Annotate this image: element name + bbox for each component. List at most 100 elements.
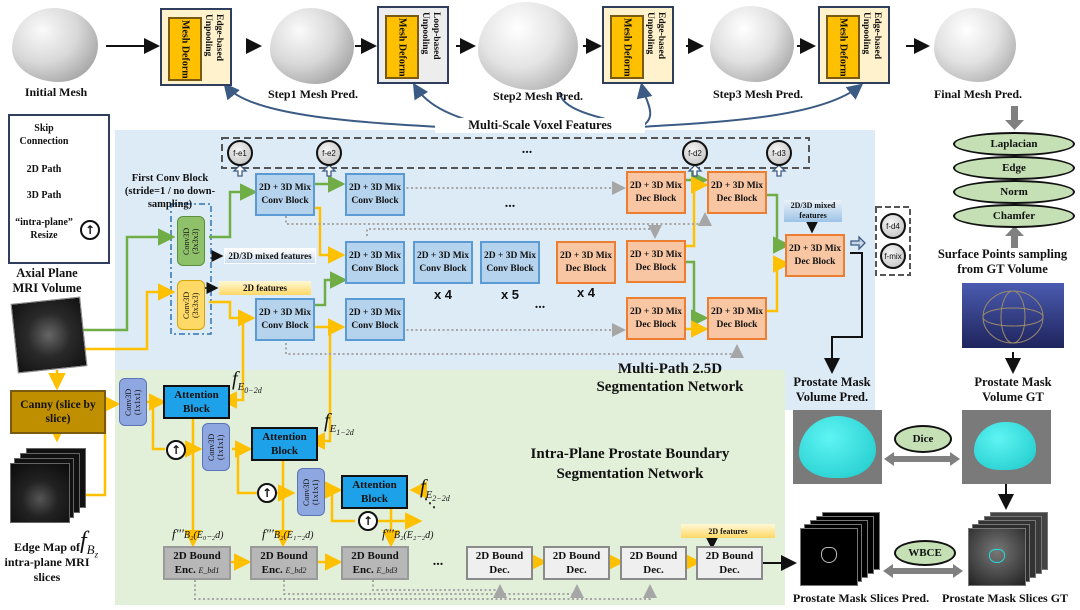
mix-dec-block: 2D + 3D Mix Dec Block	[626, 240, 686, 283]
unpooling-label: Edge-based Unpooling	[645, 12, 666, 59]
bound-feature-label: f″′B₂(E₀₋₂d)	[172, 526, 224, 541]
mix-dec-block: 2D + 3D Mix Dec Block	[626, 297, 686, 340]
mesh-deform: Mesh Deform	[826, 15, 860, 79]
resize-icon: ↑	[166, 440, 186, 460]
axial-mri-label: Axial Plane MRI Volume	[12, 266, 82, 295]
encoder-feature-label: fE2−2d	[420, 476, 450, 504]
surface-to-chamfer-arrow	[1005, 226, 1024, 248]
mix-conv-block: 2D + 3D Mix Conv Block	[345, 298, 405, 341]
bound-encoder-block: 2D Bound Enc. E_bd3	[341, 546, 409, 580]
feature-node-f-mix: f-mix	[880, 243, 906, 269]
step2-mesh-label: Step2 Mesh Pred.	[492, 89, 584, 103]
mesh-deform: Mesh Deform	[610, 15, 644, 79]
conv1x1-block: Conv3D (1x1x1)	[202, 423, 230, 471]
repeat-label: x 4	[576, 285, 596, 300]
legend-resize-label: “intra-plane” Resize	[15, 217, 73, 241]
2d-features-tag: 2D features	[219, 281, 311, 295]
dice-loss: Dice	[894, 425, 952, 453]
final-mesh-image	[934, 8, 1016, 82]
boundary-2d-lines	[146, 393, 702, 571]
feature-node-f-e2: f-e2	[316, 140, 342, 166]
legend-2d-label: 2D Path	[26, 164, 62, 175]
loss-laplacian: Laplacian	[953, 132, 1075, 156]
repeat-label: x 5	[500, 287, 520, 302]
unpooling-label: Edge-based Unpooling	[203, 14, 224, 61]
canny-block: Canny (slice by slice)	[10, 390, 106, 434]
legend-box: Skip Connection 2D Path 3D Path “intra-p…	[8, 114, 110, 264]
output-arrows	[763, 252, 1021, 571]
volume-gt-image	[962, 410, 1051, 484]
final-features-dashed-box	[875, 206, 911, 276]
mix-conv-block: 2D + 3D Mix Conv Block	[255, 298, 315, 341]
ellipsis: ⋱	[424, 496, 436, 510]
tag-arrows	[205, 220, 818, 550]
final-to-loss-arrow	[1005, 106, 1024, 130]
bound-encoder-block: 2D Bound Enc. E_bd2	[250, 546, 318, 580]
feature-up-arrows	[232, 164, 866, 251]
step3-mesh-image	[710, 6, 794, 82]
surface-sampling-label: Surface Points sampling from GT Volume	[937, 247, 1068, 276]
mix-conv-block: 2D + 3D Mix Conv Block	[255, 173, 315, 216]
mix-conv-block-repeat-5: 2D + 3D Mix Conv Block	[480, 241, 540, 284]
volume-pred-image	[793, 410, 882, 484]
feature-node-f-d3: f-d3	[766, 140, 792, 166]
bound-feature-label: f″′B₂(E₂₋₂d)	[382, 526, 434, 541]
mixed-features-tag: 2D/3D mixed features	[224, 248, 316, 264]
bound-2d-features-tag: 2D features	[681, 524, 775, 538]
step1-mesh-label: Step1 Mesh Pred.	[267, 87, 359, 101]
attention-block: Attention Block	[251, 427, 318, 461]
mix-conv-block-repeat-4: 2D + 3D Mix Conv Block	[413, 241, 473, 284]
attention-block: Attention Block	[163, 385, 230, 419]
resize-icon: ↑	[358, 511, 378, 531]
edge-map-symbol: fBz	[80, 528, 99, 560]
edge-map-stack	[10, 448, 86, 524]
volume-gt-label: Prostate Mask Volume GT	[974, 375, 1052, 404]
gt-point-cloud-image	[962, 283, 1064, 348]
boundary-panel-top-right	[503, 405, 785, 415]
final-mesh-label: Final Mesh Pred.	[933, 87, 1023, 101]
legend-3d-label: 3D Path	[26, 190, 62, 201]
ellipsis: ...	[534, 297, 546, 312]
slices-gt-stack	[968, 512, 1050, 586]
ellipsis: ...	[504, 196, 516, 211]
initial-mesh-image	[12, 8, 98, 82]
conv1x1-block: Conv3D (1x1x1)	[297, 468, 325, 516]
dice-double-arrow	[884, 452, 960, 466]
segmentation-network-title: Multi-Path 2.5D Segmentation Network	[596, 361, 744, 395]
conv1x1-block: Conv3D (1x1x1)	[119, 378, 147, 426]
ellipsis: ...	[432, 554, 444, 569]
mix-dec-block: 2D + 3D Mix Dec Block	[707, 171, 767, 214]
first-conv-label: First Conv Block (stride=1 / no down-sam…	[124, 173, 216, 210]
step1-mesh-image	[270, 8, 354, 84]
ellipsis: ...	[521, 142, 533, 157]
final-mixed-features-tag: 2D/3D mixed features	[784, 200, 842, 222]
feature-node-f-e1: f-e1	[227, 140, 253, 166]
mix-dec-block: 2D + 3D Mix Dec Block	[626, 171, 686, 214]
slices-gt-label: Prostate Mask Slices GT	[941, 591, 1069, 605]
voxel-features-label: Multi-Scale Voxel Features	[435, 118, 645, 133]
edge-map-label: Edge Map of intra-plane MRI slices	[4, 540, 90, 584]
encoder-feature-label: fE0−2d	[232, 368, 262, 396]
repeat-label: x 4	[433, 287, 453, 302]
first-conv-dashdot-box	[170, 203, 212, 335]
step2-mesh-image	[478, 2, 578, 90]
encoder-feature-label: fE1−2d	[324, 410, 354, 438]
step3-mesh-label: Step3 Mesh Pred.	[712, 87, 804, 101]
skip-connection-lines	[194, 181, 744, 600]
mix-dec-block: 2D + 3D Mix Dec Block	[707, 297, 767, 340]
wbce-double-arrow	[883, 564, 963, 578]
bound-feature-label: f″′B₂(E₁₋₂d)	[262, 526, 314, 541]
unpool-block-4: Mesh Deform Edge-based Unpooling	[818, 6, 890, 84]
conv3d-3d-block: Conv3D (3x3x3)	[177, 216, 205, 266]
loss-edge: Edge	[953, 156, 1075, 180]
mesh-deform: Mesh Deform	[385, 15, 419, 79]
loss-chamfer: Chamfer	[953, 204, 1075, 228]
slices-pred-stack	[800, 512, 882, 586]
legend-skip-label: Skip Connection	[19, 123, 69, 147]
mix-conv-block: 2D + 3D Mix Conv Block	[345, 241, 405, 284]
